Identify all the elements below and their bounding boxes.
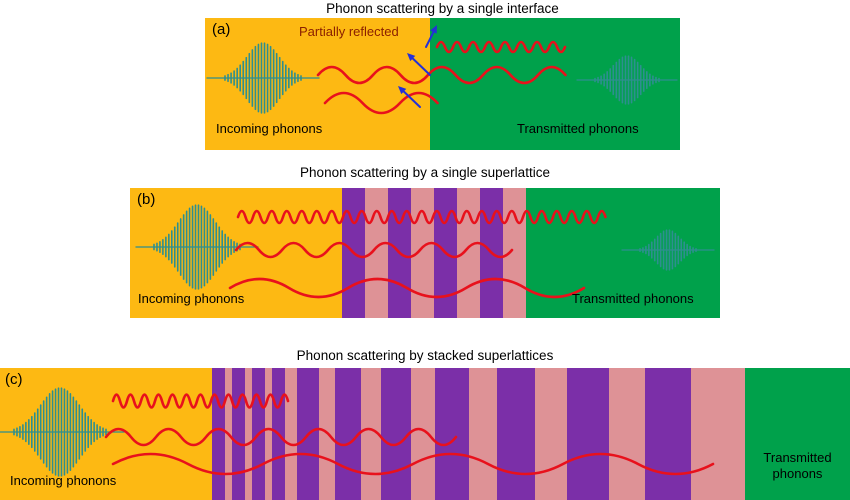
superlattice-stripe [285, 368, 297, 500]
superlattice-stripe [691, 368, 745, 500]
panel-b-label: (b) [137, 191, 156, 208]
superlattice-stripe [645, 368, 691, 500]
panel-b-transmitted-label: Transmitted phonons [572, 291, 694, 306]
superlattice-stripe [297, 368, 319, 500]
superlattice-stripe [497, 368, 535, 500]
superlattice-stripe [503, 188, 526, 318]
panel-c-transmitted-region [745, 368, 850, 500]
partially-reflected-label: Partially reflected [299, 24, 399, 39]
superlattice-stripe [265, 368, 272, 500]
panel-c-stacked-superlattices [212, 368, 745, 500]
panel-b-superlattice [342, 188, 526, 318]
superlattice-stripe [319, 368, 335, 500]
superlattice-stripe [567, 368, 609, 500]
superlattice-stripe [469, 368, 497, 500]
panel-c-incoming-label: Incoming phonons [10, 473, 117, 488]
superlattice-stripe [535, 368, 567, 500]
superlattice-stripe [245, 368, 252, 500]
superlattice-stripe [252, 368, 265, 500]
superlattice-stripe [388, 188, 411, 318]
superlattice-stripe [232, 368, 245, 500]
superlattice-stripe [381, 368, 411, 500]
panel-c-title: Phonon scattering by stacked superlattic… [296, 348, 554, 363]
superlattice-stripe [411, 188, 434, 318]
superlattice-stripe [480, 188, 503, 318]
panel-a-label: (a) [212, 21, 231, 38]
panel-a-incoming-label: Incoming phonons [216, 121, 323, 136]
panel-b-title: Phonon scattering by a single superlatti… [300, 165, 550, 180]
panel-c-transmitted-label: Transmitted phonons [763, 450, 832, 482]
superlattice-stripe [434, 188, 457, 318]
superlattice-stripe [411, 368, 435, 500]
superlattice-stripe [225, 368, 232, 500]
superlattice-stripe [457, 188, 480, 318]
superlattice-stripe [609, 368, 645, 500]
superlattice-stripe [272, 368, 285, 500]
panel-c-label: (c) [5, 371, 23, 388]
superlattice-stripe [212, 368, 225, 500]
superlattice-stripe [365, 188, 388, 318]
superlattice-stripe [335, 368, 361, 500]
panel-b-incoming-label: Incoming phonons [138, 291, 245, 306]
panel-a-transmitted-label: Transmitted phonons [517, 121, 639, 136]
panel-a-title: Phonon scattering by a single interface [326, 1, 559, 16]
superlattice-stripe [361, 368, 381, 500]
superlattice-stripe [342, 188, 365, 318]
superlattice-stripe [435, 368, 469, 500]
